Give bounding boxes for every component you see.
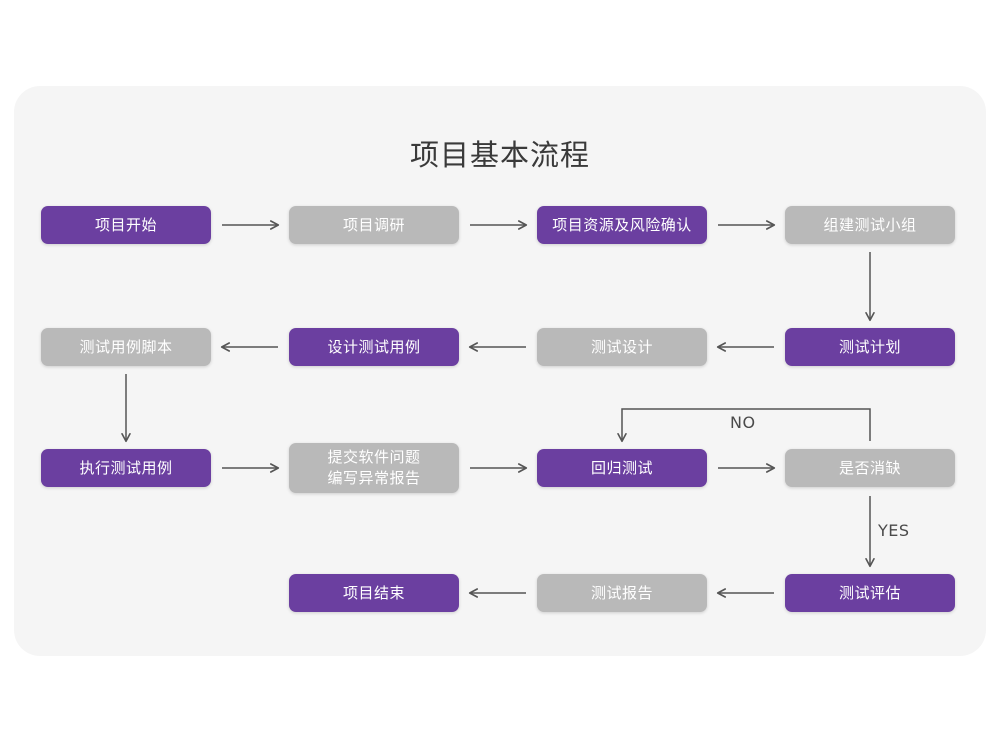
- flow-node-n10[interactable]: 提交软件问题 编写异常报告: [289, 443, 459, 493]
- flow-node-n9[interactable]: 执行测试用例: [41, 449, 211, 487]
- edge-label-lbl-yes: YES: [878, 521, 910, 540]
- flow-node-n3[interactable]: 项目资源及风险确认: [537, 206, 707, 244]
- flow-node-n2[interactable]: 项目调研: [289, 206, 459, 244]
- flow-node-n12[interactable]: 是否消缺: [785, 449, 955, 487]
- flow-node-n6[interactable]: 设计测试用例: [289, 328, 459, 366]
- flow-node-n5[interactable]: 测试用例脚本: [41, 328, 211, 366]
- flow-node-n14[interactable]: 测试报告: [537, 574, 707, 612]
- flow-node-n4[interactable]: 组建测试小组: [785, 206, 955, 244]
- flowchart-card: [14, 86, 986, 656]
- page-title: 项目基本流程: [409, 138, 590, 172]
- flow-node-n15[interactable]: 测试评估: [785, 574, 955, 612]
- flow-node-n13[interactable]: 项目结束: [289, 574, 459, 612]
- flow-node-n8[interactable]: 测试计划: [785, 328, 955, 366]
- edge-label-lbl-no: NO: [730, 413, 756, 432]
- flow-node-n11[interactable]: 回归测试: [537, 449, 707, 487]
- flow-node-n7[interactable]: 测试设计: [537, 328, 707, 366]
- flow-node-n1[interactable]: 项目开始: [41, 206, 211, 244]
